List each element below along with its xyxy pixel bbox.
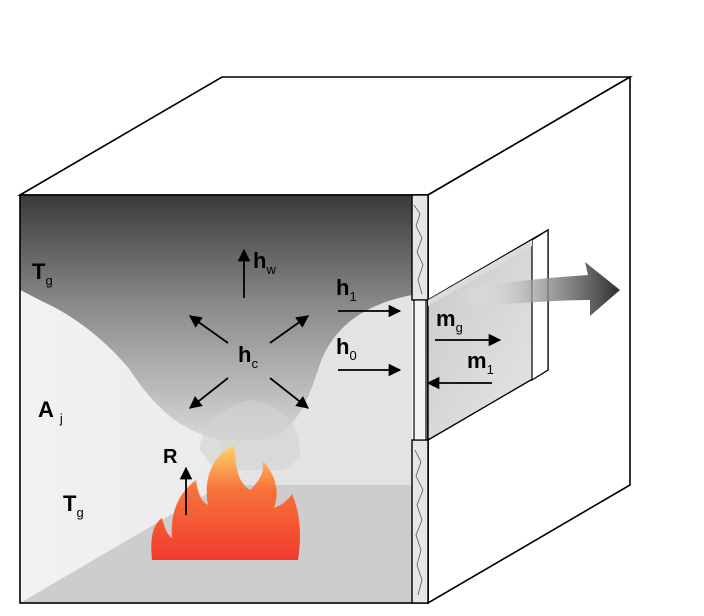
label-h1-sub: 1 [349,289,356,304]
outflow-plume-arrow [460,262,620,316]
label-mg-sub: g [456,320,463,335]
label-aj-sub: j [59,411,63,426]
label-h0: h0 [336,334,357,363]
label-tg-lower: Tg [63,491,84,520]
wall-upper-section [411,194,429,301]
label-m1-sub: 1 [487,362,494,377]
label-hc: hc [238,342,258,371]
wall-lower-section [411,439,429,604]
label-r-main: R [163,446,178,468]
label-h1-main: h [336,275,349,300]
label-tg-upper-sub: g [45,273,52,288]
label-tg-lower-sub: g [76,505,83,520]
label-aj-main: A [38,397,54,422]
label-h0-main: h [336,334,349,359]
label-r: R [163,446,178,468]
label-hw-sub: w [265,262,276,277]
label-h1: h1 [336,275,357,304]
label-hw-main: h [253,248,266,273]
label-hc-main: h [238,342,251,367]
label-hw: hw [253,248,276,277]
opening-glazing [413,299,427,441]
fire-flame [151,445,300,560]
label-hc-sub: c [251,356,258,371]
label-tg-lower-main: T [63,491,77,516]
label-tg-upper: Tg [32,259,53,288]
smoke-layer [20,195,412,440]
arrows-hc-radial [188,315,310,409]
label-mg: mg [436,306,463,335]
label-m1: m1 [467,348,494,377]
label-m1-main: m [467,348,487,373]
label-mg-main: m [436,306,456,331]
label-tg-upper-main: T [32,259,46,284]
label-h0-sub: 0 [349,348,356,363]
